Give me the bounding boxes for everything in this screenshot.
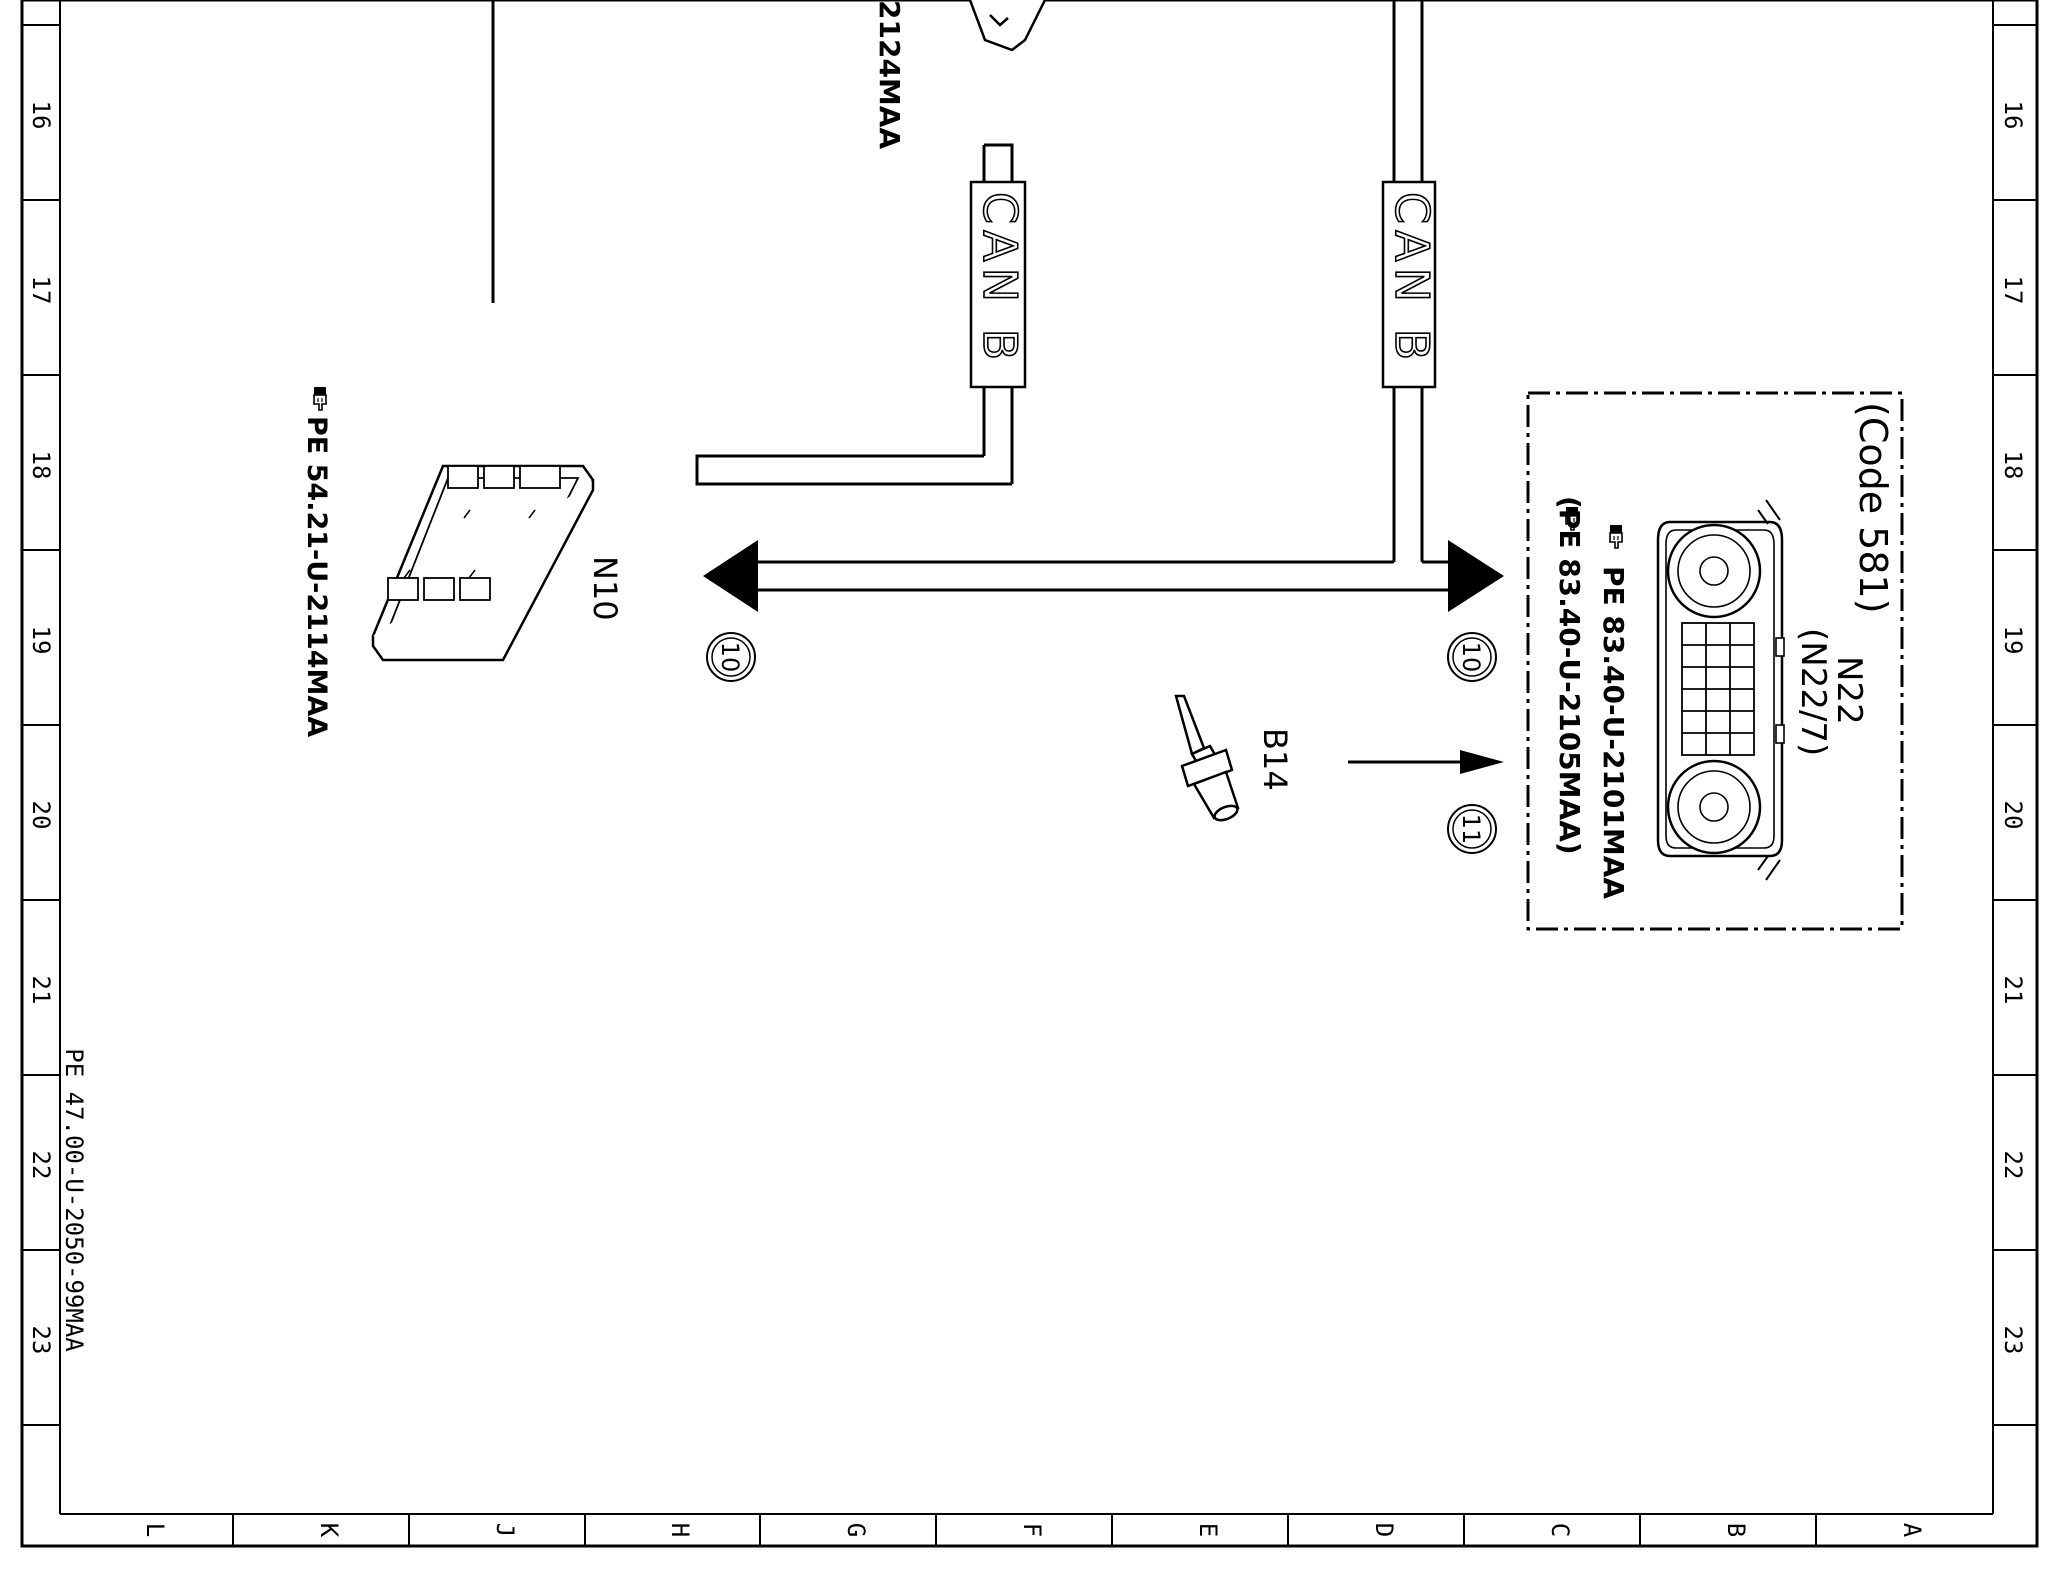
n10-label: N10 <box>586 556 624 621</box>
can-b-label-box <box>1381 180 1437 389</box>
can-b-label-box <box>969 180 1027 389</box>
row-label: 21 <box>1999 976 2027 1005</box>
connector-n22: 10 <box>1447 632 1497 682</box>
row-label: 19 <box>27 626 55 655</box>
arrow-right-icon <box>1460 750 1504 774</box>
row-label: 23 <box>1999 1326 2027 1355</box>
pointing-hand-doc-icon <box>1609 524 1623 549</box>
arrow-left-icon <box>703 540 758 612</box>
row-label: 22 <box>1999 1151 2027 1180</box>
row-label: 20 <box>27 801 55 830</box>
column-label: K <box>315 1523 343 1538</box>
can-bus-double-line <box>758 560 1448 592</box>
column-label: L <box>141 1523 169 1537</box>
partial-component-icon <box>968 0 1047 52</box>
arrow-right-icon <box>1448 540 1504 612</box>
svg-text:11: 11 <box>1457 814 1485 845</box>
n22-label: N22 <box>1829 656 1869 725</box>
row-label: 20 <box>1999 801 2027 830</box>
svg-text:10: 10 <box>716 642 744 673</box>
column-label: H <box>666 1523 694 1537</box>
n22-option-box <box>1526 391 1904 931</box>
b14-label: B14 <box>1256 728 1294 791</box>
column-label: B <box>1722 1523 1750 1537</box>
connector-b14: 11 <box>1447 804 1497 854</box>
n10-reference: PE 54.21-U-2114MAA <box>301 416 332 737</box>
pointing-hand-doc-icon <box>313 386 327 411</box>
column-label: F <box>1018 1523 1046 1537</box>
row-label: 18 <box>1999 451 2027 480</box>
column-label: J <box>491 1523 519 1537</box>
can-b-label: CAN B <box>1385 192 1439 366</box>
can-b-label: CAN B <box>973 192 1027 366</box>
connector-n10: 10 <box>706 632 756 682</box>
row-label: 23 <box>27 1326 55 1355</box>
partial-reference: 2124MAA <box>873 0 906 149</box>
row-label: 17 <box>1999 276 2027 305</box>
column-label: C <box>1546 1523 1574 1537</box>
row-label: 19 <box>1999 626 2027 655</box>
row-label: 16 <box>27 101 55 130</box>
drawing-frame <box>20 0 2039 1548</box>
row-label: 22 <box>27 1151 55 1180</box>
n10-module-icon <box>371 464 595 662</box>
column-label: E <box>1194 1523 1222 1537</box>
row-label: 17 <box>27 276 55 305</box>
can-b-wire-right <box>1392 0 1424 562</box>
n22-code-label: (Code 581) <box>1851 402 1895 614</box>
b14-sensor-icon <box>1174 694 1240 822</box>
n22-reference: PE 83.40-U-2101MAA <box>1597 566 1630 899</box>
n22-climate-control-icon <box>1656 499 1785 881</box>
n22-alt-label: (N22/7) <box>1793 628 1833 756</box>
column-label: G <box>842 1523 870 1537</box>
column-label: A <box>1898 1523 1926 1538</box>
column-label: D <box>1370 1523 1398 1537</box>
row-label: 18 <box>27 451 55 480</box>
row-label: 16 <box>1999 101 2027 130</box>
svg-text:10: 10 <box>1457 642 1485 673</box>
row-label: 21 <box>27 976 55 1005</box>
drawing-reference: PE 47.00-U-2050-99MAA <box>60 1048 88 1352</box>
can-b-wire-left <box>695 143 1014 486</box>
n22-reference-alt: (PE 83.40-U-2105MAA) <box>1553 496 1586 855</box>
